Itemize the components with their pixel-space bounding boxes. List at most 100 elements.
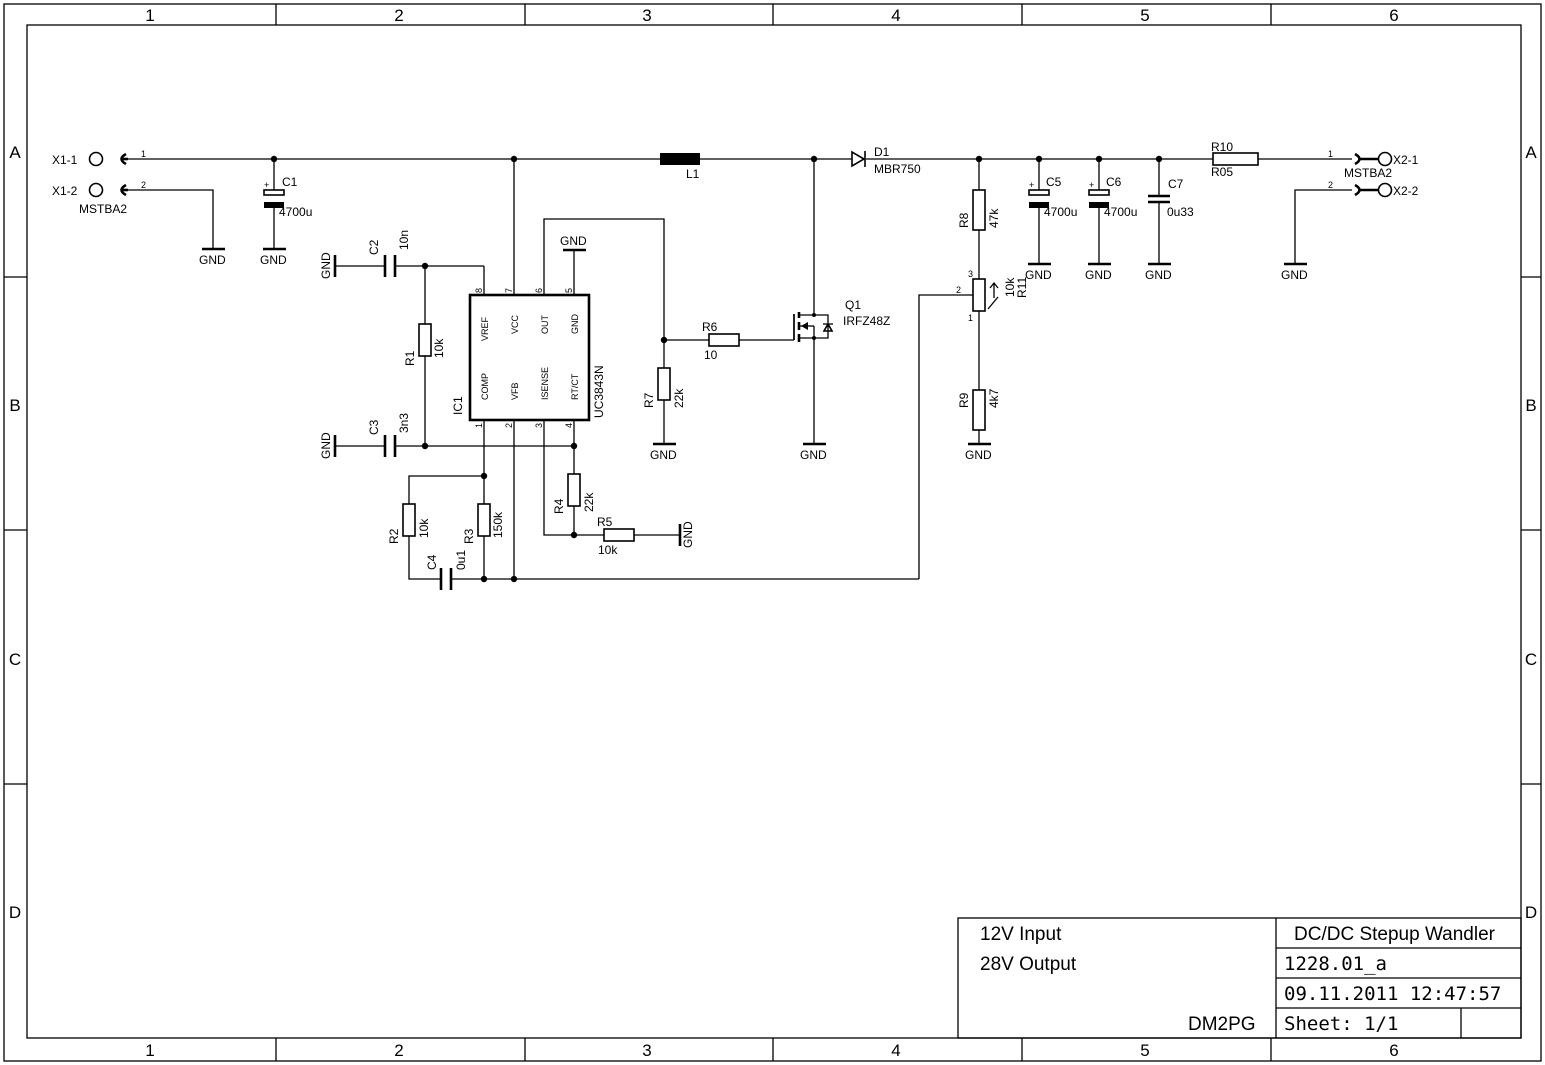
sheet-number: Sheet: 1/1 [1284,1013,1398,1035]
row-label-d: D [9,903,21,922]
ic-pin-label-rtct: RT/CT [570,373,580,400]
resistor-r9: R9 4k7 [957,388,1001,431]
c2-name: C2 [367,239,381,255]
resistor-r8: R8 47k [957,189,1001,231]
gnd-label: GND [560,234,587,248]
ic-pin-number: 8 [474,288,484,293]
row-label-a-right: A [1525,143,1537,162]
capacitor-c2: C2 10n [367,230,411,277]
resistor-r3: R3 150k [462,503,505,544]
ic-pin-label-vref: VREF [480,316,490,341]
capacitor-c1: + C1 4700u [263,175,312,219]
ic-pin-number: 6 [534,288,544,293]
col-label-5-bottom: 5 [1140,1041,1149,1060]
r5-name: R5 [597,515,613,529]
c2-value: 10n [397,230,411,250]
r1-name: R1 [403,350,417,366]
c4-name: C4 [425,554,439,570]
c6-name: C6 [1106,175,1122,189]
gnd-label: GND [1085,268,1112,282]
gnd-label: GND [260,253,287,267]
c4-value: 0u1 [454,550,468,570]
r11-name: R11 [1015,277,1029,298]
r4-value: 22k [582,492,596,512]
row-label-c: C [9,650,21,669]
resistor-r7: R7 22k [642,367,686,408]
gnd-label: GND [800,448,827,462]
r11-value: 10k [1003,277,1017,297]
l1-name: L1 [686,167,700,181]
resistor-r6: R6 10 [702,320,740,362]
col-label-4-bottom: 4 [891,1041,900,1060]
ic-pin-label-vfb: VFB [510,382,520,400]
ic-pin-number: 5 [564,288,574,293]
x2-pin2: 2 [1328,180,1333,190]
inductor-l1: L1 [660,153,700,181]
q1-name: Q1 [845,298,861,312]
r5-value: 10k [598,543,618,557]
title-block: 12V Input 28V Output DM2PG DC/DC Stepup … [957,917,1522,1039]
r2-name: R2 [387,528,401,544]
d1-name: D1 [874,145,890,159]
wires [128,158,1352,580]
resistor-r4: R4 22k [552,473,596,514]
r1-value: 10k [432,338,446,358]
gnd-label: GND [319,432,333,459]
r9-name: R9 [957,392,971,408]
ic-pin-number: 2 [504,423,514,428]
c5-name: C5 [1046,175,1062,189]
r4-name: R4 [552,498,566,514]
c7-name: C7 [1168,177,1184,191]
col-label-3: 3 [642,6,651,25]
ic-pin-number: 1 [474,423,484,428]
capacitor-c4: C4 0u1 [425,550,468,590]
r6-value: 10 [704,348,718,362]
connector-x2: X2-1 X2-2 MSTBA2 1 2 [1328,149,1419,198]
author: DM2PG [1188,1014,1256,1035]
r10-name: R10 [1211,140,1233,154]
ic-pin-number: 4 [564,423,574,428]
mosfet-q1: Q1 IRFZ48Z [793,298,890,342]
capacitor-c6: + C6 4700u [1088,175,1137,219]
gnd-label: GND [319,252,333,279]
r3-name: R3 [462,528,476,544]
row-label-a: A [9,143,21,162]
diode-d1: D1 MBR750 [851,145,921,176]
ic-pin-label-gnd: GND [570,314,580,335]
capacitor-c7: C7 0u33 [1148,177,1194,219]
gnd-label: GND [650,448,677,462]
x1-1-label: X1-1 [52,153,78,167]
ic-pin-label-vcc: VCC [510,314,520,334]
ground-symbols: GND GND GND GND GND GND GND GND GND GND … [199,234,1308,548]
row-label-b: B [9,396,20,415]
plus-sign: + [1089,180,1094,190]
r3-value: 150k [491,511,505,538]
col-label-6: 6 [1389,6,1398,25]
c1-value: 4700u [279,205,312,219]
ic-pin-label-isense: ISENSE [540,367,550,400]
c3-value: 3n3 [397,413,411,433]
r11-pin2: 2 [956,285,961,295]
ic-name: IC1 [451,396,465,415]
drawing-title: DC/DC Stepup Wandler [1294,924,1496,945]
col-label-4: 4 [891,6,900,25]
ic-pin-number: 7 [504,288,514,293]
capacitor-c5: + C5 4700u [1028,175,1077,219]
resistor-r2: R2 10k [387,503,431,544]
resistor-r10: R10 R05 [1211,140,1259,179]
col-label-1-bottom: 1 [145,1041,154,1060]
capacitor-c3: C3 3n3 [367,413,411,457]
gnd-label: GND [1145,268,1172,282]
ic-uc3843n: IC1 UC3843N VREF VCC OUT GND COMP VFB IS… [451,288,606,428]
x1-2-label: X1-2 [52,184,78,198]
ic-part: UC3843N [592,365,606,418]
gnd-label: GND [1281,268,1308,282]
gnd-label: GND [1025,268,1052,282]
row-label-b-right: B [1525,396,1536,415]
x2-type-label: MSTBA2 [1344,166,1392,180]
r11-pin3: 3 [968,269,973,279]
note-input: 12V Input [980,924,1062,945]
x1-pin1: 1 [141,149,146,159]
col-label-2-bottom: 2 [394,1041,403,1060]
